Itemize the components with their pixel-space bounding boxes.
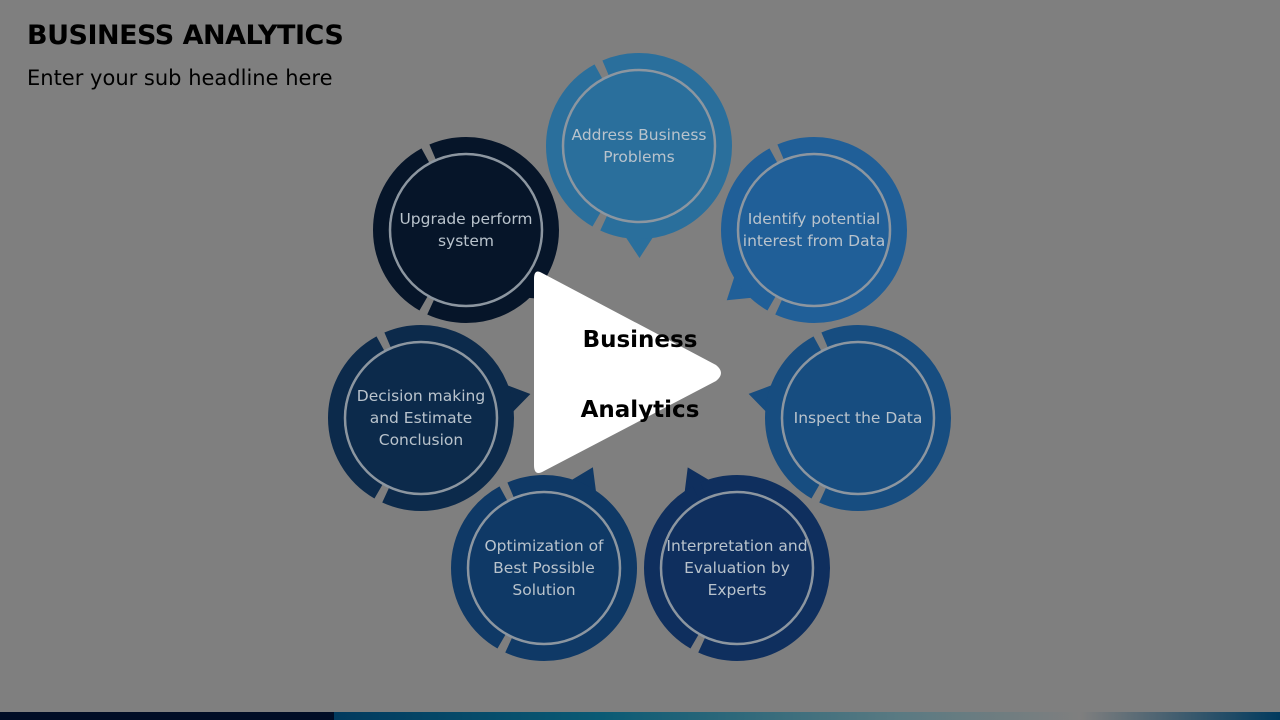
node-circle: [466, 490, 622, 646]
node-identify-interest: Identify potential interest from Data: [742, 210, 886, 250]
slide-title: BUSINESS ANALYTICS: [27, 20, 344, 51]
node-shape: [328, 325, 531, 511]
node-shape: [721, 137, 907, 323]
node-shape: [546, 53, 732, 258]
node-ring: [765, 325, 951, 511]
node-circle: [388, 152, 544, 308]
node-circle: [343, 340, 499, 496]
node-ring: [373, 137, 559, 323]
node-circle: [561, 68, 717, 224]
node-address-business-problems: Address Business Problems: [571, 126, 707, 166]
center-label: Business Analytics: [580, 327, 700, 423]
node-ring: [328, 325, 514, 511]
node-inspect-data: Inspect the Data: [793, 409, 923, 427]
node-shape: [748, 325, 951, 511]
node-upgrade-system: Upgrade perform system: [399, 210, 533, 250]
node-circle: [780, 340, 936, 496]
node-interpretation: Interpretation and Evaluation by Experts: [666, 537, 808, 599]
play-icon[interactable]: [530, 265, 730, 480]
footer-bar: [0, 712, 1280, 720]
node-ring: [644, 475, 830, 661]
node-decision-making: Decision making and Estimate Conclusion: [356, 387, 486, 449]
node-circle: [736, 152, 892, 308]
node-shape: [644, 467, 830, 661]
node-ring: [451, 475, 637, 661]
node-circle: [659, 490, 815, 646]
slide-subtitle: Enter your sub headline here: [27, 66, 333, 90]
node-optimization: Optimization of Best Possible Solution: [484, 537, 604, 599]
node-shape: [451, 467, 637, 661]
node-ring: [546, 53, 732, 239]
node-ring: [721, 137, 907, 323]
